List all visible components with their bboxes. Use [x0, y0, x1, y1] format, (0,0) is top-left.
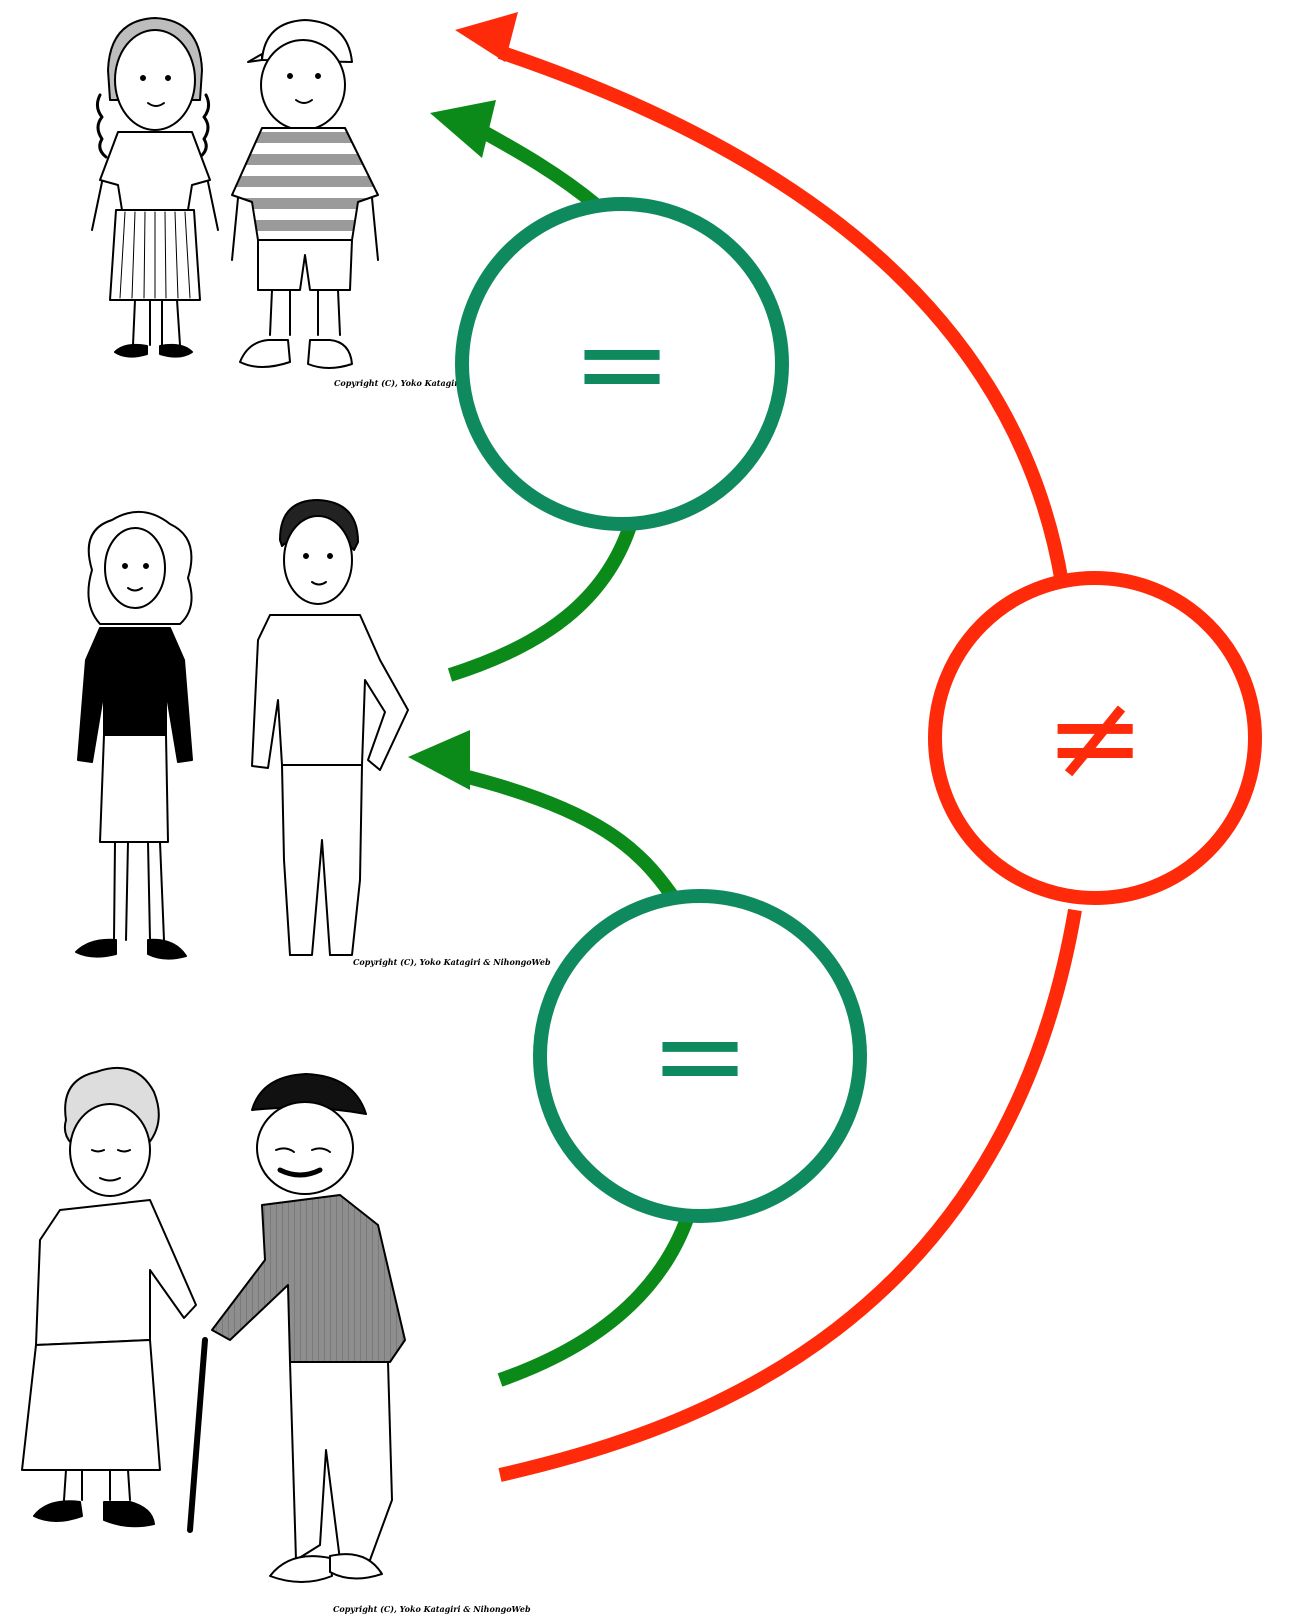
equal-bottom-symbol: = — [650, 987, 751, 1126]
not-equal-arrowhead-icon — [455, 12, 518, 62]
equal-top-symbol: = — [572, 295, 673, 434]
equal-bottom-arc-upper — [458, 768, 679, 902]
not-equal-circle — [928, 571, 1262, 905]
not-equal-arc-lower — [498, 908, 1082, 1482]
children-copyright: Copyright (C), Yoko Katagiri & — [334, 378, 472, 388]
woman-icon — [75, 510, 193, 960]
old-woman-icon — [21, 1067, 208, 1533]
equal-relation-bottom: = — [408, 730, 867, 1387]
equal-top-circle — [455, 197, 789, 531]
girl-icon — [91, 17, 219, 358]
equal-relation-top: = — [430, 100, 789, 682]
elderly-group: Copyright (C), Yoko Katagiri & NihongoWe… — [21, 1067, 531, 1614]
equal-top-arrowhead-icon — [430, 100, 496, 158]
equal-bottom-arrowhead-icon — [408, 730, 470, 790]
elderly-copyright: Copyright (C), Yoko Katagiri & NihongoWe… — [333, 1604, 531, 1614]
not-equal-symbol: ≠ — [1045, 669, 1146, 808]
equal-top-arc-upper — [476, 123, 601, 211]
not-equal-arc-upper — [497, 45, 1069, 585]
equal-top-arc-lower — [447, 523, 637, 682]
old-man-icon — [211, 1073, 406, 1583]
man-icon — [251, 499, 409, 956]
adults-group: Copyright (C), Yoko Katagiri & NihongoWe… — [75, 499, 551, 967]
equal-bottom-circle — [533, 889, 867, 1223]
children-group: Copyright (C), Yoko Katagiri & — [91, 17, 472, 388]
not-equal-relation: ≠ — [455, 12, 1262, 1482]
boy-icon — [231, 19, 379, 369]
equal-bottom-arc-lower — [497, 1213, 695, 1387]
adults-copyright: Copyright (C), Yoko Katagiri & NihongoWe… — [353, 957, 551, 967]
